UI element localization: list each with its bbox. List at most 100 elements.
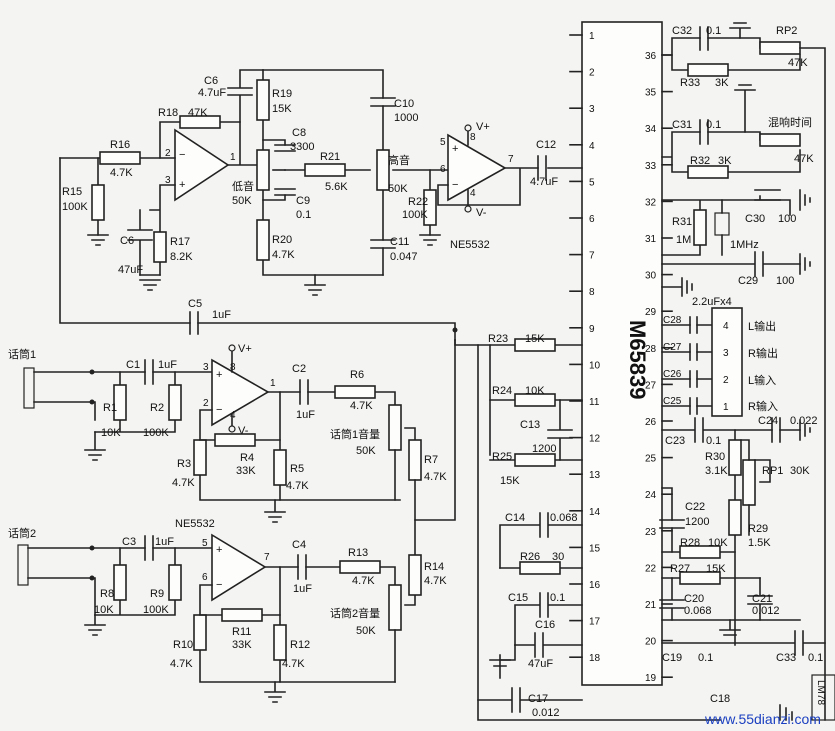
svg-text:R8: R8 [100, 588, 114, 600]
svg-text:8.2K: 8.2K [170, 251, 193, 263]
svg-text:R7: R7 [424, 454, 438, 466]
resistor-r29 [728, 499, 742, 536]
pin-label: 5 [202, 538, 208, 549]
svg-text:话筒2音量: 话筒2音量 [330, 606, 380, 620]
svg-text:R11: R11 [232, 626, 251, 638]
cap-c16: C16 [535, 619, 555, 631]
watermark: www.55dianzi.com [704, 711, 821, 727]
svg-text:话筒1音量: 话筒1音量 [330, 427, 380, 441]
vminus-terminal [464, 205, 472, 213]
svg-text:15K: 15K [706, 563, 726, 575]
svg-text:1uF: 1uF [155, 536, 174, 548]
svg-text:+: + [452, 143, 458, 155]
svg-text:−: − [179, 149, 185, 161]
svg-text:NE5532: NE5532 [450, 239, 490, 251]
svg-text:10K: 10K [101, 427, 121, 439]
mic2-jack-icon [17, 544, 29, 586]
resistor-r15 [91, 184, 105, 221]
io-connector [711, 307, 743, 417]
cap-c26: C26 [663, 369, 682, 380]
svg-text:V+: V+ [238, 343, 252, 355]
svg-text:0.1: 0.1 [296, 209, 311, 221]
svg-text:1MHz: 1MHz [730, 239, 759, 251]
ic-pin-19: 19 [645, 673, 657, 684]
opamp-tone-input [174, 128, 230, 202]
svg-text:R24: R24 [492, 385, 512, 397]
resistor-r25 [514, 453, 556, 467]
opamp-mic1 [211, 358, 270, 427]
svg-text:R33: R33 [680, 77, 700, 89]
svg-text:低音: 低音 [232, 179, 254, 193]
ic-pin-11: 11 [589, 397, 600, 408]
mic2-label: 话筒2 [8, 526, 36, 540]
resistor-r1 [113, 384, 127, 421]
svg-text:RP1: RP1 [762, 465, 783, 477]
ground-icon [661, 277, 693, 297]
ic-pin-35: 35 [645, 88, 657, 99]
ic-pin-24: 24 [645, 490, 657, 501]
ground-icon [799, 189, 811, 211]
svg-text:R25: R25 [492, 451, 512, 463]
svg-text:3K: 3K [718, 155, 732, 167]
ic-pin-23: 23 [645, 527, 657, 538]
connector-pin-3: 3 [723, 348, 729, 359]
ic-pin-17: 17 [589, 617, 601, 628]
resistor-r18 [179, 115, 221, 129]
pin-label: 4 [470, 188, 476, 199]
ic-body [581, 21, 663, 686]
ground-icon [489, 654, 511, 679]
resistor-r19 [256, 79, 270, 121]
resistor-r3 [193, 439, 207, 476]
svg-text:R27: R27 [670, 563, 690, 575]
svg-text:1uF: 1uF [293, 583, 312, 595]
svg-text:2.2uFx4: 2.2uFx4 [692, 296, 732, 308]
ic-pin-32: 32 [645, 197, 657, 208]
cap-c20: C20 [684, 593, 704, 605]
svg-text:15K: 15K [272, 103, 292, 115]
svg-text:0.068: 0.068 [550, 512, 578, 524]
svg-text:4.7K: 4.7K [272, 249, 295, 261]
vplus-terminal [228, 344, 236, 352]
resistor-r33 [687, 63, 729, 77]
svg-text:0.068: 0.068 [684, 605, 712, 617]
ground-icon [139, 274, 161, 291]
cap-c13: C13 [520, 419, 540, 431]
svg-text:V-: V- [238, 425, 249, 437]
svg-text:R5: R5 [290, 463, 304, 475]
svg-text:50K: 50K [356, 625, 376, 637]
svg-text:47K: 47K [788, 57, 808, 69]
svg-text:−: − [452, 179, 458, 191]
cap-c29: C29 [738, 275, 758, 287]
ic-name: M65839 [625, 320, 650, 400]
vplus-terminal [464, 124, 472, 132]
ic-pin-2: 2 [589, 68, 595, 79]
cap-c21: C21 [752, 593, 772, 605]
svg-text:4.7K: 4.7K [282, 658, 305, 670]
ground-icon [87, 234, 109, 246]
pin-label: 6 [440, 164, 446, 175]
l-in-label: L输入 [748, 373, 776, 387]
svg-text:4.7K: 4.7K [424, 575, 447, 587]
svg-text:1uF: 1uF [296, 409, 315, 421]
ic-pin-4: 4 [589, 141, 595, 152]
svg-text:0.1: 0.1 [550, 592, 565, 604]
svg-text:100K: 100K [402, 209, 428, 221]
resistor-r4 [214, 433, 256, 447]
l-out-label: L输出 [748, 319, 776, 333]
svg-text:0.1: 0.1 [706, 435, 721, 447]
svg-text:47K: 47K [188, 107, 208, 119]
ic-pin-16: 16 [589, 580, 601, 591]
svg-text:R26: R26 [520, 551, 540, 563]
ground-icon [799, 253, 811, 275]
cap-c32: C32 [672, 25, 692, 37]
ic-pin-26: 26 [645, 417, 657, 428]
ic-pin-10: 10 [589, 360, 601, 371]
regulator-partial [811, 674, 835, 721]
ic-pin-21: 21 [645, 600, 657, 611]
svg-text:1200: 1200 [532, 443, 556, 455]
svg-text:50K: 50K [356, 445, 376, 457]
svg-text:33K: 33K [236, 465, 256, 477]
cap-c9: C9 [296, 195, 310, 207]
